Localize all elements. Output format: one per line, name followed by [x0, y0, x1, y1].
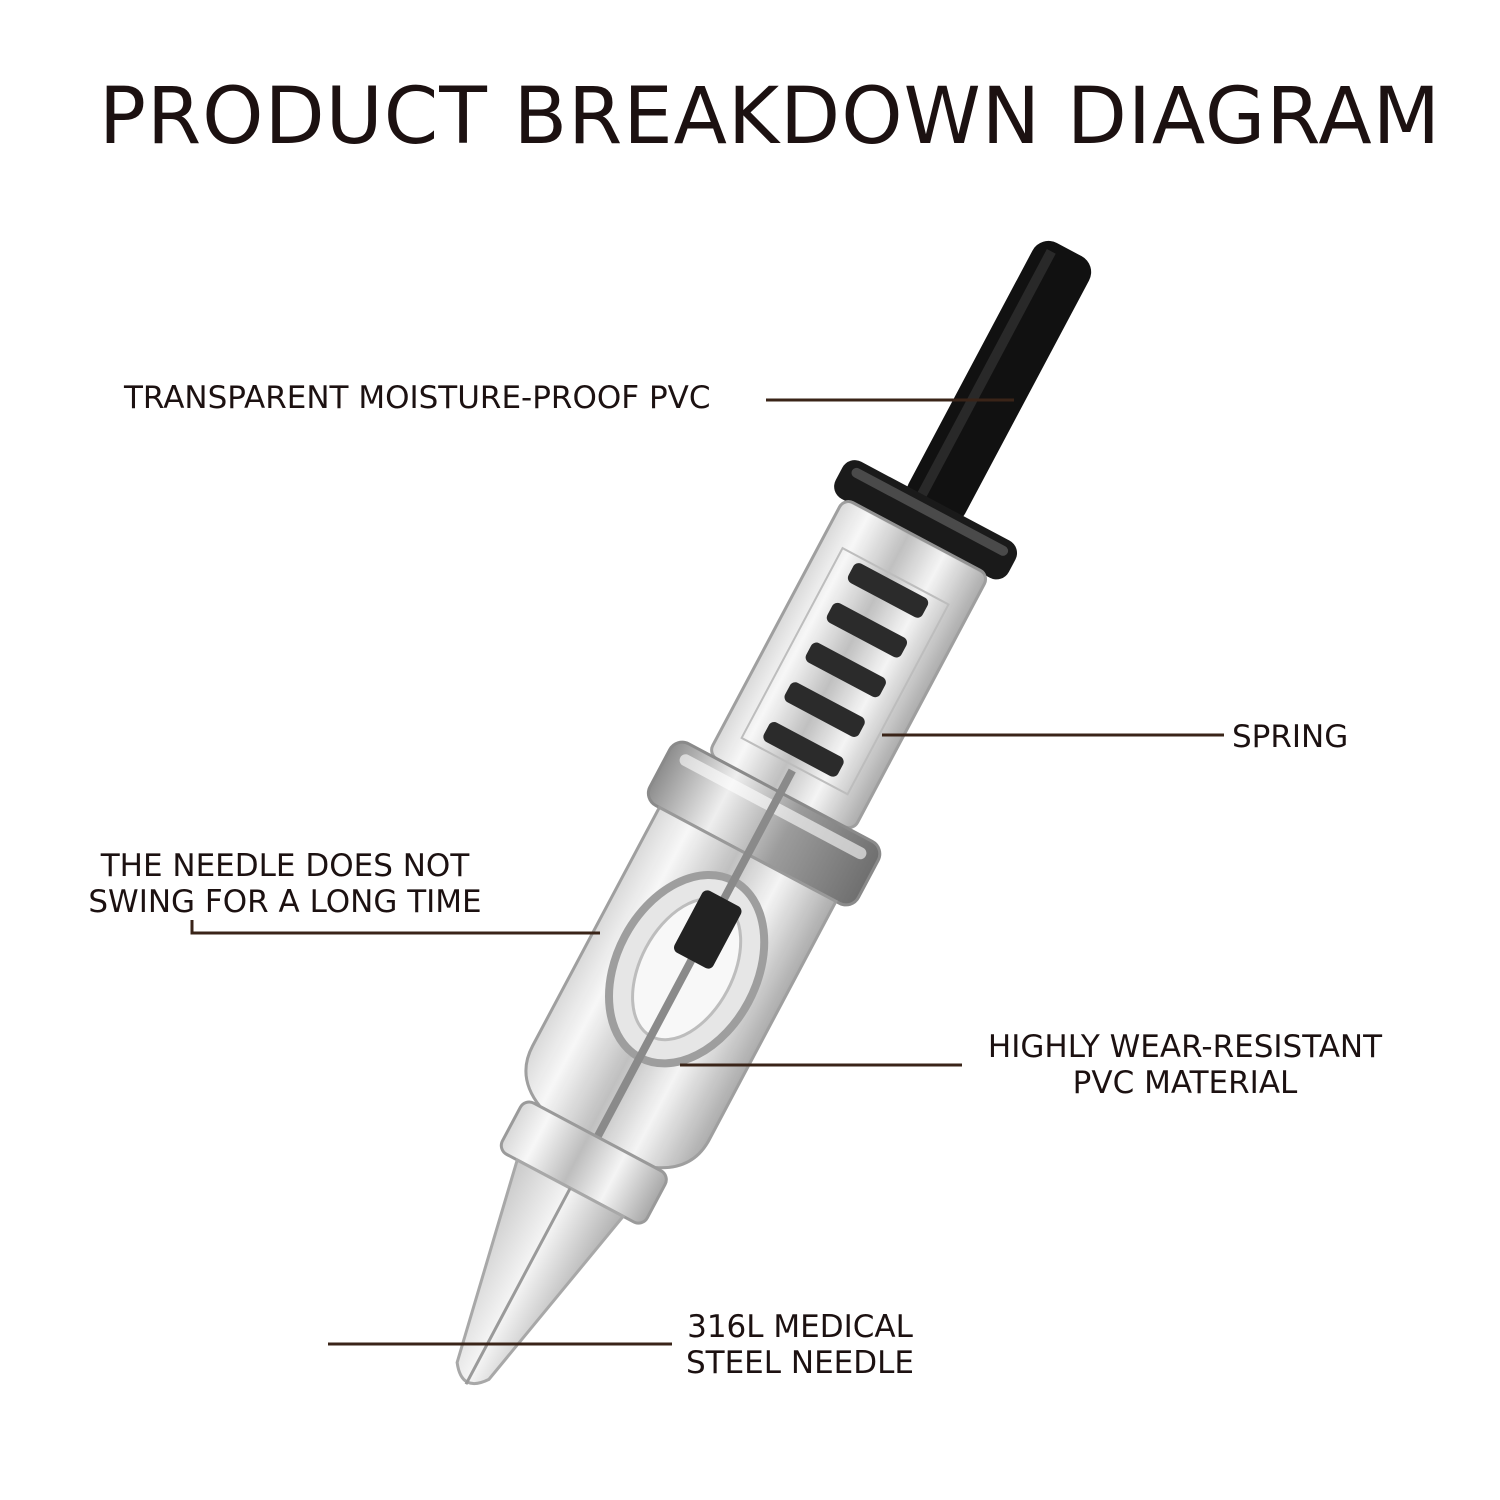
- label-steel-needle: 316L MEDICAL STEEL NEEDLE: [680, 1309, 920, 1381]
- label-line: TRANSPARENT MOISTURE-PROOF PVC: [124, 380, 711, 416]
- label-wear-resistant: HIGHLY WEAR-RESISTANT PVC MATERIAL: [970, 1029, 1400, 1101]
- leader-line-needle-swing: [190, 920, 600, 935]
- label-line: THE NEEDLE DOES NOT: [100, 848, 470, 884]
- label-needle-swing: THE NEEDLE DOES NOT SWING FOR A LONG TIM…: [70, 848, 500, 920]
- cartridge-body: [455, 240, 1092, 1385]
- needle-bar: [674, 890, 742, 969]
- label-line: PVC MATERIAL: [1072, 1065, 1298, 1101]
- needle-tip-cone: [455, 1157, 626, 1385]
- label-spring: SPRING: [1232, 719, 1348, 755]
- label-line: SWING FOR A LONG TIME: [88, 884, 482, 920]
- label-line: STEEL NEEDLE: [685, 1345, 914, 1381]
- label-line: SPRING: [1232, 719, 1349, 755]
- label-transparent-pvc: TRANSPARENT MOISTURE-PROOF PVC: [124, 380, 711, 416]
- label-line: HIGHLY WEAR-RESISTANT: [987, 1029, 1383, 1065]
- label-line: 316L MEDICAL: [687, 1309, 913, 1345]
- page-title: PRODUCT BREAKDOWN DIAGRAM: [98, 72, 1442, 162]
- leader-lines: [190, 398, 1224, 1346]
- cable: [906, 240, 1092, 524]
- spring-coils: [763, 563, 929, 777]
